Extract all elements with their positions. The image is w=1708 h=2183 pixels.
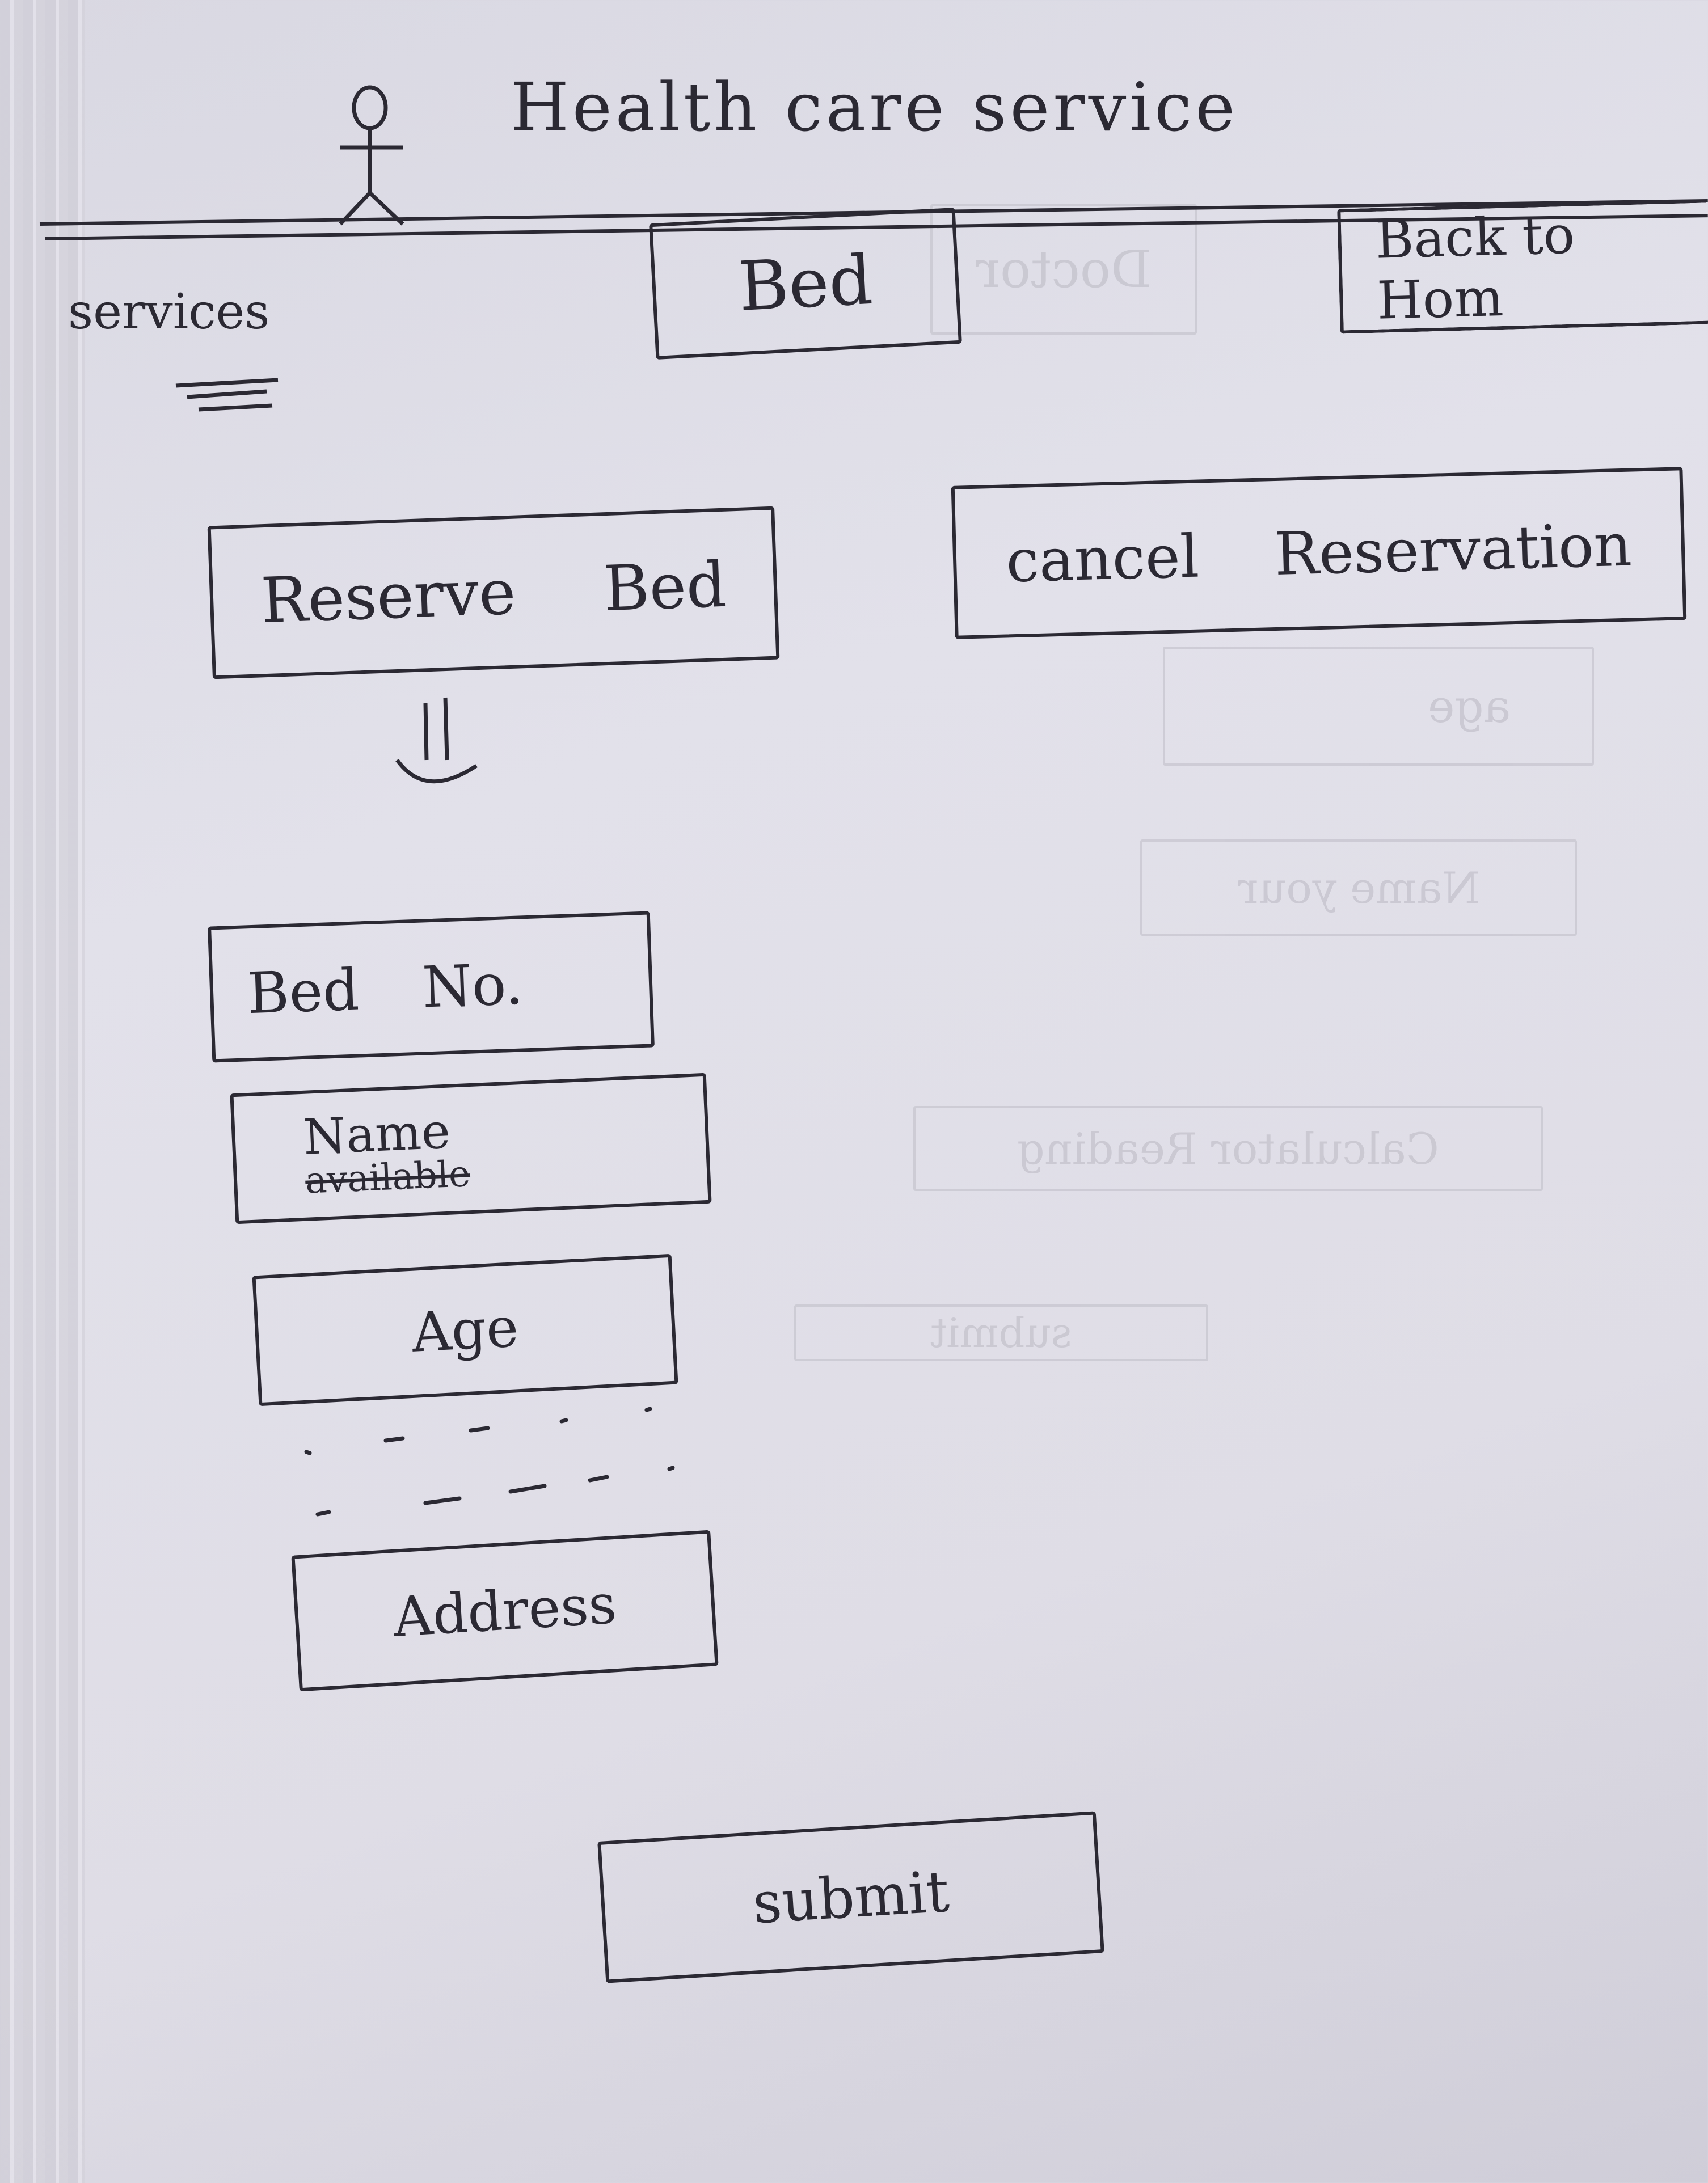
name-struck-text: available: [304, 1153, 471, 1202]
more-fields-ellipsis-icon: [304, 1407, 675, 1517]
address-label: Address: [391, 1572, 618, 1649]
tab-bed[interactable]: Bed: [649, 208, 962, 360]
age-label: Age: [410, 1295, 520, 1365]
stick-figure-icon: [339, 85, 404, 226]
ghost-calculator-label: Calculator Reading: [1017, 1123, 1439, 1174]
tab-bed-label: Bed: [736, 240, 875, 327]
ghost-name-label: Name your: [1237, 862, 1480, 913]
ghost-age-box: age: [1163, 647, 1594, 766]
ghost-submit-box: submit: [794, 1304, 1208, 1361]
submit-button[interactable]: submit: [597, 1811, 1104, 1983]
ghost-submit-label: submit: [930, 1309, 1072, 1357]
ghost-doctor-label: Doctor: [975, 239, 1152, 299]
age-field[interactable]: Age: [252, 1253, 678, 1407]
cancel-reservation-button[interactable]: cancel Reservation: [951, 467, 1687, 639]
ghost-name-box: Name your: [1140, 839, 1577, 936]
submit-label: submit: [750, 1858, 951, 1936]
ghost-calculator-box: Calculator Reading: [913, 1106, 1543, 1191]
notebook-page-edges: [0, 0, 85, 2183]
ghost-age-label: age: [1427, 679, 1511, 733]
hamburger-icon[interactable]: [165, 374, 289, 414]
reserve-bed-label: Reserve Bed: [259, 548, 728, 637]
ghost-doctor-box: Doctor: [930, 204, 1197, 335]
address-field[interactable]: Address: [291, 1530, 719, 1692]
flow-down-arrow-icon: [395, 697, 478, 784]
services-label: services: [68, 284, 270, 340]
services-menu[interactable]: services: [68, 284, 269, 340]
back-to-home-button[interactable]: Back to Hom: [1337, 199, 1708, 334]
cancel-reservation-label: cancel Reservation: [1005, 510, 1633, 596]
reserve-bed-button[interactable]: Reserve Bed: [207, 506, 780, 679]
name-field[interactable]: Name available: [230, 1073, 712, 1224]
bed-number-label: Bed No.: [246, 950, 525, 1027]
app-title: Health care service: [511, 68, 1239, 146]
back-to-home-label: Back to Hom: [1374, 204, 1576, 331]
bed-number-field[interactable]: Bed No.: [208, 911, 655, 1063]
